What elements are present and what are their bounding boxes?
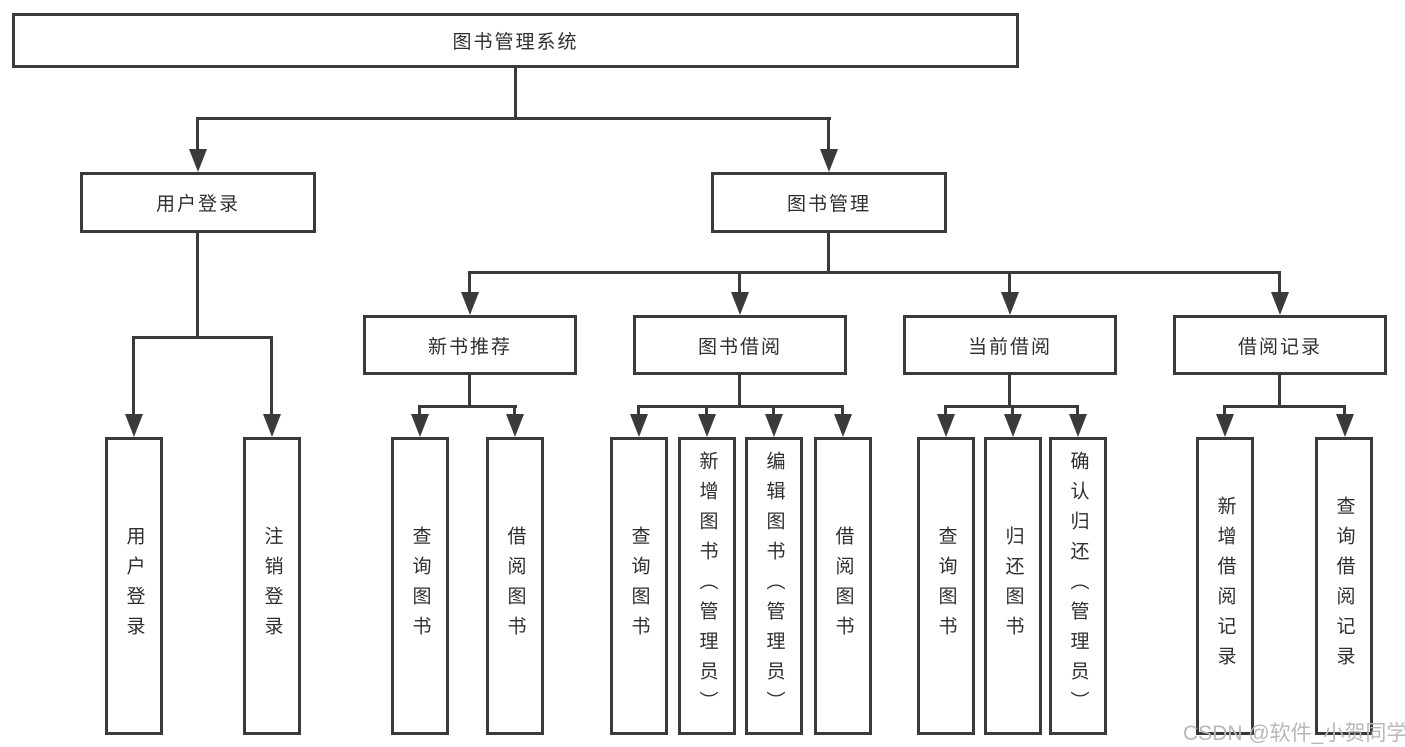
connector-line — [1278, 375, 1281, 408]
leaf-query-borrow-record: 查询借阅记录 — [1315, 437, 1373, 735]
arrow-down-icon — [461, 292, 479, 315]
connector-line — [1008, 271, 1011, 293]
arrow-down-icon — [765, 414, 783, 437]
leaf-label: 确认归还（管理员） — [1067, 451, 1089, 721]
connector-line — [1008, 375, 1011, 408]
connector-line — [705, 405, 708, 415]
leaf-query-books-recommend: 查询图书 — [391, 437, 449, 735]
connector-line — [270, 336, 273, 415]
connector-line — [418, 405, 517, 408]
leaf-label: 新增借阅记录 — [1214, 496, 1236, 676]
arrow-down-icon — [1216, 414, 1234, 437]
arrow-down-icon — [411, 414, 429, 437]
connector-line — [738, 375, 741, 408]
connector-line — [738, 271, 741, 293]
connector-line — [841, 405, 844, 415]
connector-line — [827, 117, 830, 151]
leaf-label: 查询借阅记录 — [1333, 496, 1355, 676]
connector-line — [1011, 405, 1014, 415]
node-current-borrowing: 当前借阅 — [903, 315, 1117, 375]
arrow-down-icon — [1271, 292, 1289, 315]
connector-line — [1076, 405, 1079, 415]
connector-line — [196, 117, 831, 120]
leaf-label: 查询图书 — [628, 526, 650, 646]
connector-line — [1278, 271, 1281, 293]
arrow-down-icon — [820, 149, 838, 172]
node-library-management-system: 图书管理系统 — [12, 13, 1019, 68]
leaf-user-login: 用户登录 — [105, 437, 163, 735]
arrow-down-icon — [630, 414, 648, 437]
csdn-watermark: CSDN @软件_小贺同学 — [1183, 722, 1405, 745]
connector-line — [827, 232, 830, 273]
arrow-down-icon — [263, 414, 281, 437]
connector-line — [1343, 405, 1346, 415]
connector-line — [468, 271, 471, 293]
leaf-logout: 注销登录 — [243, 437, 301, 735]
leaf-confirm-return-admin: 确认归还（管理员） — [1049, 437, 1107, 735]
arrow-down-icon — [731, 292, 749, 315]
arrow-down-icon — [1069, 414, 1087, 437]
leaf-borrow-books-recommend: 借阅图书 — [486, 437, 544, 735]
leaf-add-borrow-record: 新增借阅记录 — [1196, 437, 1254, 735]
node-borrowing-records: 借阅记录 — [1173, 315, 1387, 375]
leaf-return-book: 归还图书 — [984, 437, 1042, 735]
connector-line — [418, 405, 421, 415]
connector-line — [513, 405, 516, 415]
connector-line — [514, 67, 517, 119]
connector-line — [1223, 405, 1226, 415]
connector-line — [468, 271, 1281, 274]
arrow-down-icon — [937, 414, 955, 437]
arrow-down-icon — [1004, 414, 1022, 437]
connector-line — [468, 375, 471, 408]
connector-line — [132, 336, 135, 415]
arrow-down-icon — [834, 414, 852, 437]
leaf-query-books-current: 查询图书 — [917, 437, 975, 735]
arrow-down-icon — [698, 414, 716, 437]
leaf-label: 归还图书 — [1002, 526, 1024, 646]
connector-line — [132, 336, 273, 339]
leaf-label: 借阅图书 — [832, 526, 854, 646]
leaf-label: 借阅图书 — [504, 526, 526, 646]
leaf-label: 查询图书 — [409, 526, 431, 646]
node-book-management: 图书管理 — [711, 172, 947, 233]
arrow-down-icon — [189, 149, 207, 172]
leaf-add-book-admin: 新增图书（管理员） — [678, 437, 736, 735]
leaf-label: 编辑图书（管理员） — [763, 451, 785, 721]
connector-line — [1223, 405, 1346, 408]
connector-line — [772, 405, 775, 415]
node-user-login: 用户登录 — [80, 172, 316, 233]
leaf-edit-book-admin: 编辑图书（管理员） — [745, 437, 803, 735]
leaf-borrow-books-borrowing: 借阅图书 — [814, 437, 872, 735]
arrow-down-icon — [1001, 292, 1019, 315]
connector-line — [637, 405, 844, 408]
arrow-down-icon — [1336, 414, 1354, 437]
leaf-label: 查询图书 — [935, 526, 957, 646]
leaf-label: 注销登录 — [261, 526, 283, 646]
node-book-borrowing: 图书借阅 — [633, 315, 847, 375]
arrow-down-icon — [506, 414, 524, 437]
node-new-book-recommendation: 新书推荐 — [363, 315, 577, 375]
connector-line — [196, 232, 199, 339]
connector-line — [196, 117, 199, 151]
leaf-query-books-borrowing: 查询图书 — [610, 437, 668, 735]
leaf-label: 用户登录 — [123, 526, 145, 646]
leaf-label: 新增图书（管理员） — [696, 451, 718, 721]
connector-line — [637, 405, 640, 415]
connector-line — [944, 405, 947, 415]
arrow-down-icon — [125, 414, 143, 437]
